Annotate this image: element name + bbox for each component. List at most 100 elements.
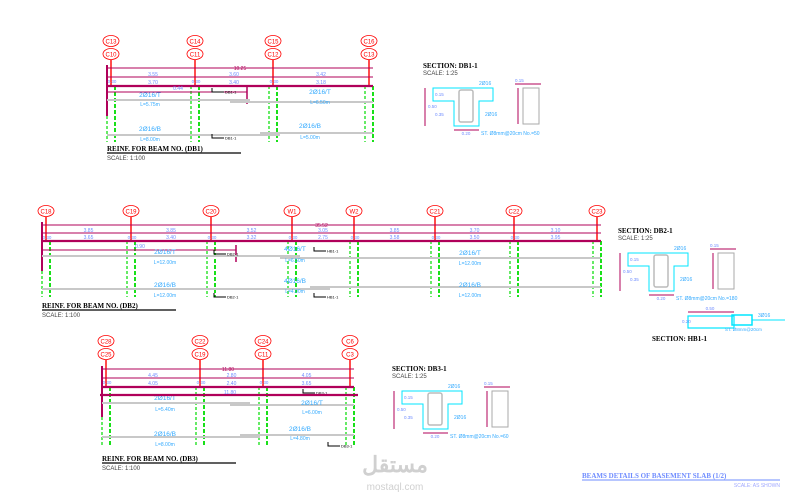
grid-bubble [426,205,444,217]
section-scale: SCALE: 1:25 [392,374,427,380]
rebar-length: L=4.00m [285,289,305,295]
rebar-length: L=6.50m [285,258,305,264]
web-label: 0.35 [630,277,639,282]
grid-label: C23 [591,209,603,215]
section-cut-label: DB1-1 [225,90,237,95]
rebar-callout: 2Ø16/T [309,89,331,96]
dimension-total: 10.25 [234,66,247,72]
span-dimension: 3.42 [316,72,326,78]
section-cut-label: DB2-1 [227,252,239,257]
flange-width-label: 0.15 [710,243,719,248]
section-scale: SCALE: 1:25 [423,71,458,77]
grid-label: C13 [105,39,117,45]
grid-label: C12 [267,52,279,58]
top-bars-label: 2Ø16 [448,384,460,390]
span-dimension: 4.05 [302,373,312,379]
flange-width-label: 0.15 [484,381,493,386]
grid-bubble [345,205,363,217]
support-dimension: 0.30 [270,79,279,84]
span-dimension: 3.52 [247,228,257,234]
grid-bubble [102,35,120,47]
clear-dimension: 3.32 [247,235,257,241]
section-title: SECTION: HB1-1 [652,335,708,343]
clear-dimension: 3.58 [390,235,400,241]
stirrup-shape [458,89,474,123]
clear-dimension: 3.70 [148,80,158,86]
beam-title: REINF. FOR BEAM NO. (DB2) [42,302,138,310]
height-label: 0.50 [623,269,632,274]
slab-extension [731,314,753,326]
grid-label: C18 [40,209,52,215]
grid-label: C22 [194,339,206,345]
grid-bubble [360,35,378,47]
grid-label: C20 [205,209,217,215]
rebar-length: L=12.00m [459,293,481,299]
stirrup-shape [427,392,443,426]
section-cut-label: HB1-1 [327,295,339,300]
grid-bubble [186,35,204,47]
flange-width-label: 0.15 [515,78,524,83]
grid-bubble [37,205,55,217]
stirrup-label: ST. Ø8mm@20cm [725,327,762,332]
support-dimension: 0.30 [192,79,201,84]
beam-title: REINF. FOR BEAM NO. (DB1) [107,145,203,153]
cantilever-dimension: 0.90 [135,244,145,250]
span-dimension: 3.85 [84,228,94,234]
grid-bubble [186,48,204,60]
dimension-total: 35.52 [315,223,328,229]
slab-beam-outline [687,315,735,329]
support-dimension: 0.30 [351,235,360,240]
stirrup-shape [653,254,669,288]
grid-bubble [202,205,220,217]
height-label: 0.50 [428,104,437,109]
grid-label: C6 [346,339,354,345]
section-title: SECTION: DB2-1 [618,227,673,235]
span-dimension: 3.85 [166,228,176,234]
clear-dimension: 3.95 [551,235,561,241]
stirrup-label: ST. Ø8mm@20cm No.=60 [450,434,509,440]
width-label: 0.50 [706,306,715,311]
rebar-length: L=8.00m [155,442,175,448]
grid-bubble [97,335,115,347]
grid-bubble [588,205,606,217]
grid-label: W1 [288,209,298,215]
grid-label: C10 [105,52,117,58]
grid-bubble [505,205,523,217]
rebar-length: L=8.00m [140,137,160,143]
web-label: 0.35 [435,112,444,117]
section-cut-mark [213,293,226,298]
rebar-length: L=5.75m [140,102,160,108]
grid-label: C3 [346,352,354,358]
section-cut-label: DB3-1 [341,444,353,449]
side-view [491,390,509,428]
clear-dimension: 3.40 [229,80,239,86]
side-view [522,87,540,125]
section-cut-label: DB3-1 [316,391,328,396]
span-dimension: 3.10 [551,228,561,234]
grid-bubble [191,348,209,360]
clear-dimension: 3.40 [166,235,176,241]
rebar-callout: 2Ø16/B [154,431,176,438]
grid-label: C16 [363,39,375,45]
bars-label: 3Ø16 [758,313,770,319]
span-dimension: 3.85 [390,228,400,234]
clear-dimension: 3.50 [470,235,480,241]
rebar-length: L=5.00m [300,135,320,141]
support-dimension: 0.30 [289,235,298,240]
dimension-total: 11.80 [222,367,234,373]
side-view [717,252,735,290]
grid-label: C13 [363,52,375,58]
section-cut-mark [211,88,224,93]
support-dimension: 0.30 [208,235,217,240]
span-dimension: 3.70 [470,228,480,234]
grid-label: C28 [100,339,112,345]
rebar-length: L=4.80m [290,436,310,442]
stirrup-label: ST. Ø8mm@20cm No.=50 [481,131,540,137]
web-label: 0.35 [404,415,413,420]
rebar-length: L=12.00m [459,261,481,267]
grid-label: C11 [190,52,201,58]
grid-label: C22 [508,209,520,215]
support-dimension: 0.30 [260,380,269,385]
section-cut-mark [313,293,326,298]
section-outline [627,252,689,292]
